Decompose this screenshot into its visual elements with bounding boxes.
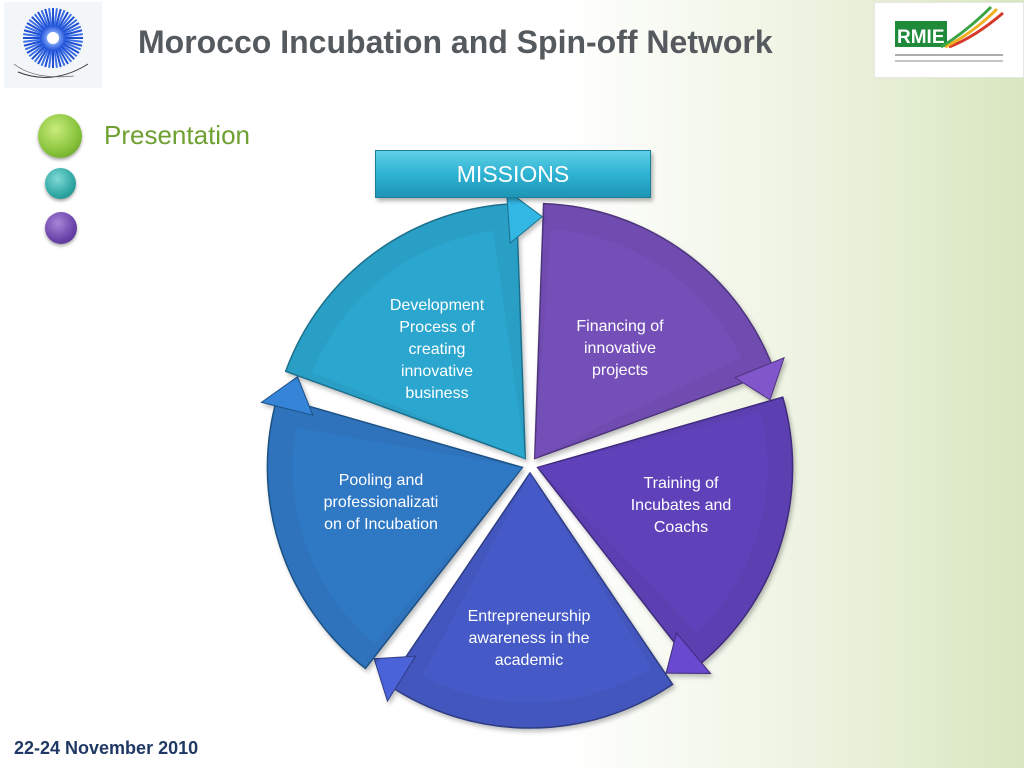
segment-label-line: professionalizati [324,494,439,511]
segment-label-line: Process of [399,319,475,336]
arrow-head-icon [260,375,314,416]
sunburst-logo-icon [13,8,89,78]
segment-label-line: on of Incubation [324,516,438,533]
cycle-segment-1: Financing of innovative projects [533,202,785,460]
segment-label-line: business [405,385,468,402]
missions-box: MISSIONS [375,150,651,198]
rmie-logo-icon: RMIE [895,5,1004,62]
bullet-green [38,114,82,158]
segment-inner [534,229,742,459]
segment-label-line: Entrepreneurship [468,608,591,625]
bullet-teal [45,168,76,199]
segment-inner [312,230,526,459]
segment-label-line: academic [495,652,563,669]
segment-label-line: innovative [401,363,473,380]
footer-date: 22-24 November 2010 [14,738,199,758]
cycle-segment-4: Pooling and professionalizati on of Incuba… [260,375,524,670]
bullet-purple [45,212,77,244]
segment-label-line: Coachs [654,519,708,536]
segment-inner [422,473,652,703]
arrow-head-icon [665,631,712,675]
segment-label-line: Training of [644,475,720,492]
segment-label-line: Pooling and [339,472,424,489]
segment-inner [537,411,768,633]
segment-label-line: projects [592,362,648,379]
page-title: Morocco Incubation and Spin-off Network [138,24,773,60]
segment-label: Pooling and professionalizati on of Incuba… [324,472,439,533]
segment-label-line: creating [409,341,466,358]
segment-label-line: awareness in the [469,630,590,647]
segment-label: Financing of innovative projects [576,318,664,379]
segment-label-line: Financing of [576,318,664,335]
segment-label: Entrepreneurship awareness in the academic [468,608,591,669]
arrow-head-icon [505,189,544,245]
arrow-head-icon [733,356,785,401]
segment-label-line: Development [390,297,485,314]
arrow-head-icon [373,655,417,703]
segment-label-line: Incubates and [631,497,732,514]
rmie-logo-text: RMIE [897,27,945,48]
cycle-segment-3: Entrepreneurship awareness in the academic [373,471,674,729]
section-label: Presentation [104,120,250,150]
segment-inner [292,427,523,644]
segment-label-line: innovative [584,340,656,357]
logo-left [4,2,102,88]
logo-right: RMIE [874,2,1024,78]
